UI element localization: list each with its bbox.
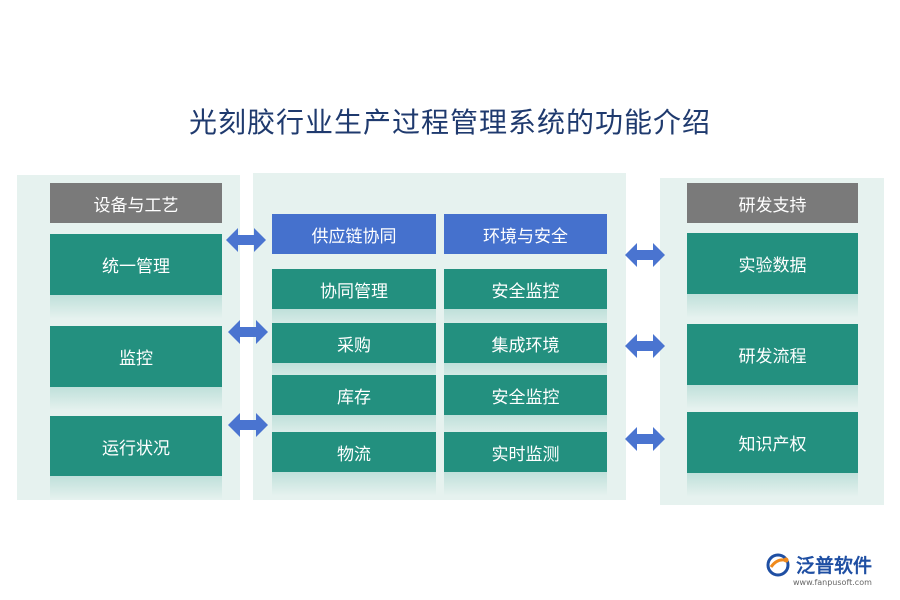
left-item-unified-management: 统一管理	[50, 234, 222, 319]
middle-item-logistics: 物流	[272, 432, 436, 496]
left-item-operating-status: 运行状况	[50, 416, 222, 500]
brand-mark-icon	[766, 553, 790, 576]
brand-url: www.fanpusoft.com	[793, 578, 872, 587]
middle-item-purchasing: 采购	[272, 323, 436, 387]
page-title: 光刻胶行业生产过程管理系统的功能介绍	[188, 106, 711, 139]
double-arrow-icon	[625, 334, 665, 358]
double-arrow-icon	[228, 320, 268, 344]
left-item-monitoring: 监控	[50, 326, 222, 411]
brand-name: 泛普软件	[796, 555, 873, 577]
right-item-rd-process: 研发流程	[687, 324, 858, 409]
middle-header-environment-safety: 环境与安全	[444, 214, 607, 254]
right-item-experiment-data: 实验数据	[687, 233, 858, 318]
left-header: 设备与工艺	[50, 183, 222, 223]
right-item-intellectual-property: 知识产权	[687, 412, 858, 497]
middle-header-supply-chain: 供应链协同	[272, 214, 436, 254]
double-arrow-icon	[625, 243, 665, 267]
middle-item-integrated-env: 集成环境	[444, 323, 607, 387]
middle-item-safety-monitor-1: 安全监控	[444, 269, 607, 333]
brand-logo: 泛普软件	[766, 551, 872, 578]
double-arrow-icon	[226, 228, 266, 252]
middle-item-inventory: 库存	[272, 375, 436, 439]
middle-item-collab-management: 协同管理	[272, 269, 436, 333]
right-header: 研发支持	[687, 183, 858, 223]
double-arrow-icon	[228, 413, 268, 437]
middle-item-realtime-monitor: 实时监测	[444, 432, 607, 496]
double-arrow-icon	[625, 427, 665, 451]
middle-item-safety-monitor-2: 安全监控	[444, 375, 607, 439]
